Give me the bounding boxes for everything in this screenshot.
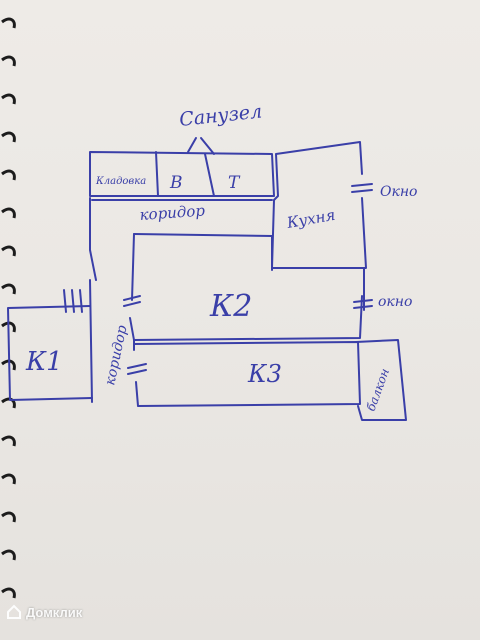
spiral-ring <box>1 549 16 561</box>
label-window-kitchen: Окно <box>380 184 418 200</box>
spiral-ring <box>1 473 16 485</box>
sanuzel-pointer-lines <box>187 137 215 155</box>
spiral-ring <box>1 321 16 333</box>
corridor-outline <box>89 197 273 281</box>
notebook-spiral <box>1 17 16 599</box>
spiral-ring <box>1 435 16 447</box>
k2-door-marks <box>123 295 141 307</box>
room-k1-outline <box>7 305 93 401</box>
spiral-ring <box>1 169 16 181</box>
spiral-ring <box>1 55 16 67</box>
bath-toilet-divider <box>204 153 215 197</box>
label-room-k3: К3 <box>247 360 282 388</box>
label-toilet: Т <box>228 173 241 193</box>
label-sanuzel: Санузел <box>178 100 263 131</box>
sanuzel-block-outline <box>89 151 275 197</box>
storage-divider <box>155 151 159 197</box>
spiral-ring <box>1 245 16 257</box>
spiral-ring <box>1 207 16 219</box>
house-logo-icon <box>7 604 21 619</box>
label-storage: Кладовка <box>95 176 146 187</box>
label-room-k2: К2 <box>209 289 252 324</box>
watermark-text: Домклик <box>26 604 83 620</box>
k1-door-marks <box>63 289 83 313</box>
spiral-ring <box>1 131 16 143</box>
corridor-side-wall <box>89 279 135 403</box>
label-room-k1: К1 <box>25 347 63 377</box>
label-corridor-top: коридор <box>139 201 206 224</box>
spiral-ring <box>1 587 16 599</box>
spiral-ring <box>1 93 16 105</box>
k3-door-marks <box>127 363 147 375</box>
room-k2-outline <box>129 233 365 341</box>
label-kitchen: Кухня <box>285 206 337 232</box>
kitchen-outline <box>271 141 367 269</box>
spiral-ring <box>1 17 16 29</box>
spiral-ring <box>1 283 16 295</box>
label-corridor-side: коридор <box>102 324 130 387</box>
domclick-watermark: Домклик <box>6 604 82 620</box>
label-balcony: балкон <box>364 366 392 413</box>
label-window-k2: окно <box>378 294 412 310</box>
label-bath: В <box>169 173 183 193</box>
room-k3-outline <box>133 341 361 407</box>
balcony-outline <box>355 339 407 421</box>
k2-window-marks <box>353 299 373 309</box>
kitchen-window-marks <box>351 183 373 193</box>
spiral-ring <box>1 359 16 371</box>
spiral-ring <box>1 511 16 523</box>
